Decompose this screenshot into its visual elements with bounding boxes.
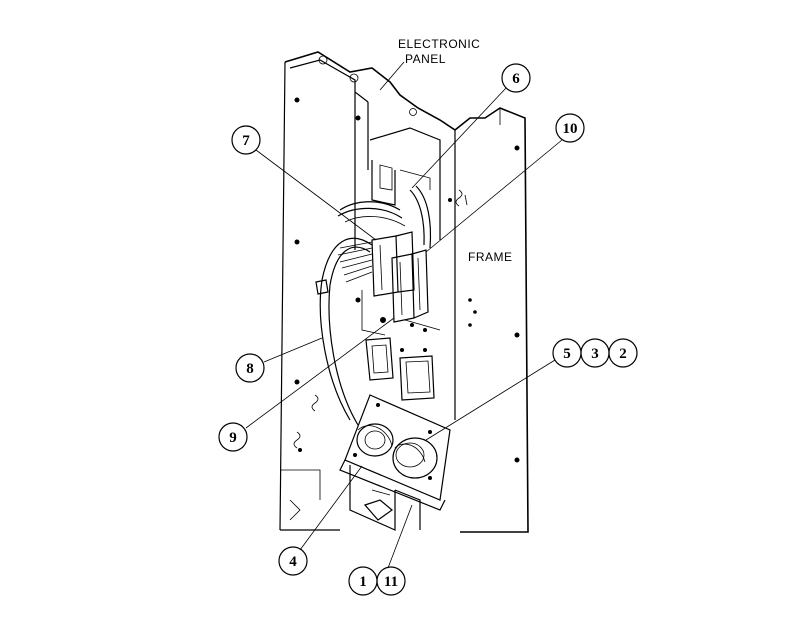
- callout-7-text: 7: [242, 133, 250, 149]
- callout-3-text: 3: [591, 346, 599, 362]
- callout-8: 8: [235, 353, 265, 383]
- callout-9: 9: [218, 422, 248, 452]
- callout-11-text: 11: [384, 574, 398, 590]
- frame-panel: [454, 107, 529, 533]
- callout-10-text: 10: [563, 121, 578, 137]
- electronic-panel-housing: [279, 51, 456, 531]
- connector-block: [371, 231, 429, 323]
- callout-5-text: 5: [563, 346, 571, 362]
- callout-2-text: 2: [619, 346, 627, 362]
- wire-harness: [315, 185, 432, 426]
- callout-5: 5: [552, 338, 582, 368]
- frame-label: FRAME: [468, 250, 513, 264]
- callout-4-text: 4: [289, 554, 297, 570]
- callout-11: 11: [376, 566, 406, 596]
- callout-6: 6: [501, 63, 531, 93]
- callout-8-text: 8: [246, 361, 254, 377]
- bottom-bracket: [349, 465, 421, 531]
- electronic-panel-label-line2: PANEL: [405, 52, 446, 66]
- mounting-plate: [339, 394, 451, 511]
- callout-9-text: 9: [229, 430, 237, 446]
- callout-7: 7: [231, 125, 261, 155]
- callout-6-text: 6: [512, 71, 520, 87]
- callout-1: 1: [348, 566, 378, 596]
- callout-2: 2: [608, 338, 638, 368]
- callout-10: 10: [555, 113, 585, 143]
- callout-1-text: 1: [359, 574, 367, 590]
- leader-lines: [245, 61, 563, 569]
- electronic-panel-label: ELECTRONIC: [398, 37, 480, 51]
- circuit-board: [361, 127, 441, 401]
- callout-3: 3: [580, 338, 610, 368]
- callout-4: 4: [278, 546, 308, 576]
